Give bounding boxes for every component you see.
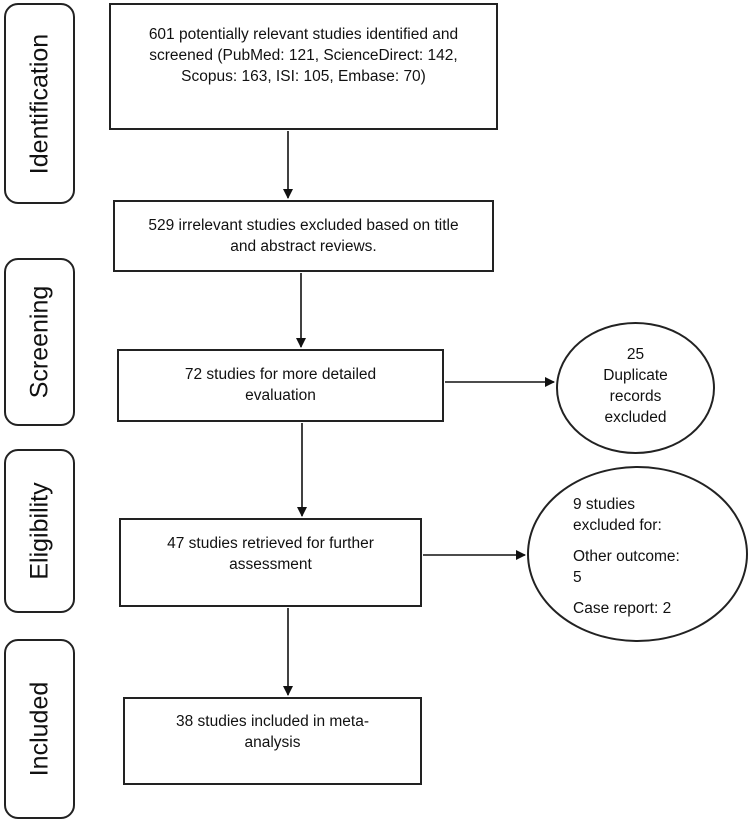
excluded-title-line-2: and abstract reviews. bbox=[230, 238, 377, 255]
excluded-studies-line-5: Case report: 2 bbox=[573, 600, 672, 617]
identified-studies-box: 601 potentially relevant studies identif… bbox=[109, 3, 498, 130]
identified-line-3: Scopus: 163, ISI: 105, Embase: 70) bbox=[181, 68, 426, 85]
phase-screening: Screening bbox=[4, 258, 75, 426]
detailed-line-2: evaluation bbox=[245, 387, 316, 404]
detailed-line-1: 72 studies for more detailed bbox=[184, 366, 377, 383]
excluded-studies-line-2: excluded for: bbox=[573, 517, 662, 534]
retrieved-studies-box: 47 studies retrieved for further assessm… bbox=[119, 518, 422, 607]
phase-included: Included bbox=[4, 639, 75, 819]
excluded-title-abstract-box: 529 irrelevant studies excluded based on… bbox=[113, 200, 494, 272]
identified-line-2: screened (PubMed: 121, ScienceDirect: 14… bbox=[149, 47, 458, 64]
included-line-1: 38 studies included in meta- bbox=[175, 713, 369, 730]
duplicates-line-2: Duplicate bbox=[603, 367, 668, 384]
duplicates-line-3: records bbox=[609, 388, 662, 405]
excluded-studies-line-4: 5 bbox=[573, 569, 582, 586]
excluded-title-line-1: 529 irrelevant studies excluded based on… bbox=[148, 217, 459, 234]
duplicates-line-4: excluded bbox=[604, 409, 667, 426]
excluded-studies-line-3: Other outcome: bbox=[573, 548, 680, 565]
included-line-2: analysis bbox=[244, 734, 301, 751]
included-studies-box: 38 studies included in meta- analysis bbox=[123, 697, 422, 785]
identified-line-1: 601 potentially relevant studies identif… bbox=[148, 26, 459, 43]
retrieved-line-1: 47 studies retrieved for further bbox=[167, 535, 374, 552]
excluded-studies-line-1: 9 studies bbox=[573, 496, 636, 513]
retrieved-line-2: assessment bbox=[229, 556, 312, 573]
phase-identification: Identification bbox=[4, 3, 75, 204]
studies-excluded-circle: 9 studies excluded for: Other outcome: 5… bbox=[527, 466, 748, 642]
phase-eligibility: Eligibility bbox=[4, 449, 75, 613]
duplicates-excluded-circle: 25 Duplicate records excluded bbox=[556, 322, 715, 454]
detailed-evaluation-box: 72 studies for more detailed evaluation bbox=[117, 349, 444, 422]
duplicates-count: 25 bbox=[626, 346, 645, 363]
